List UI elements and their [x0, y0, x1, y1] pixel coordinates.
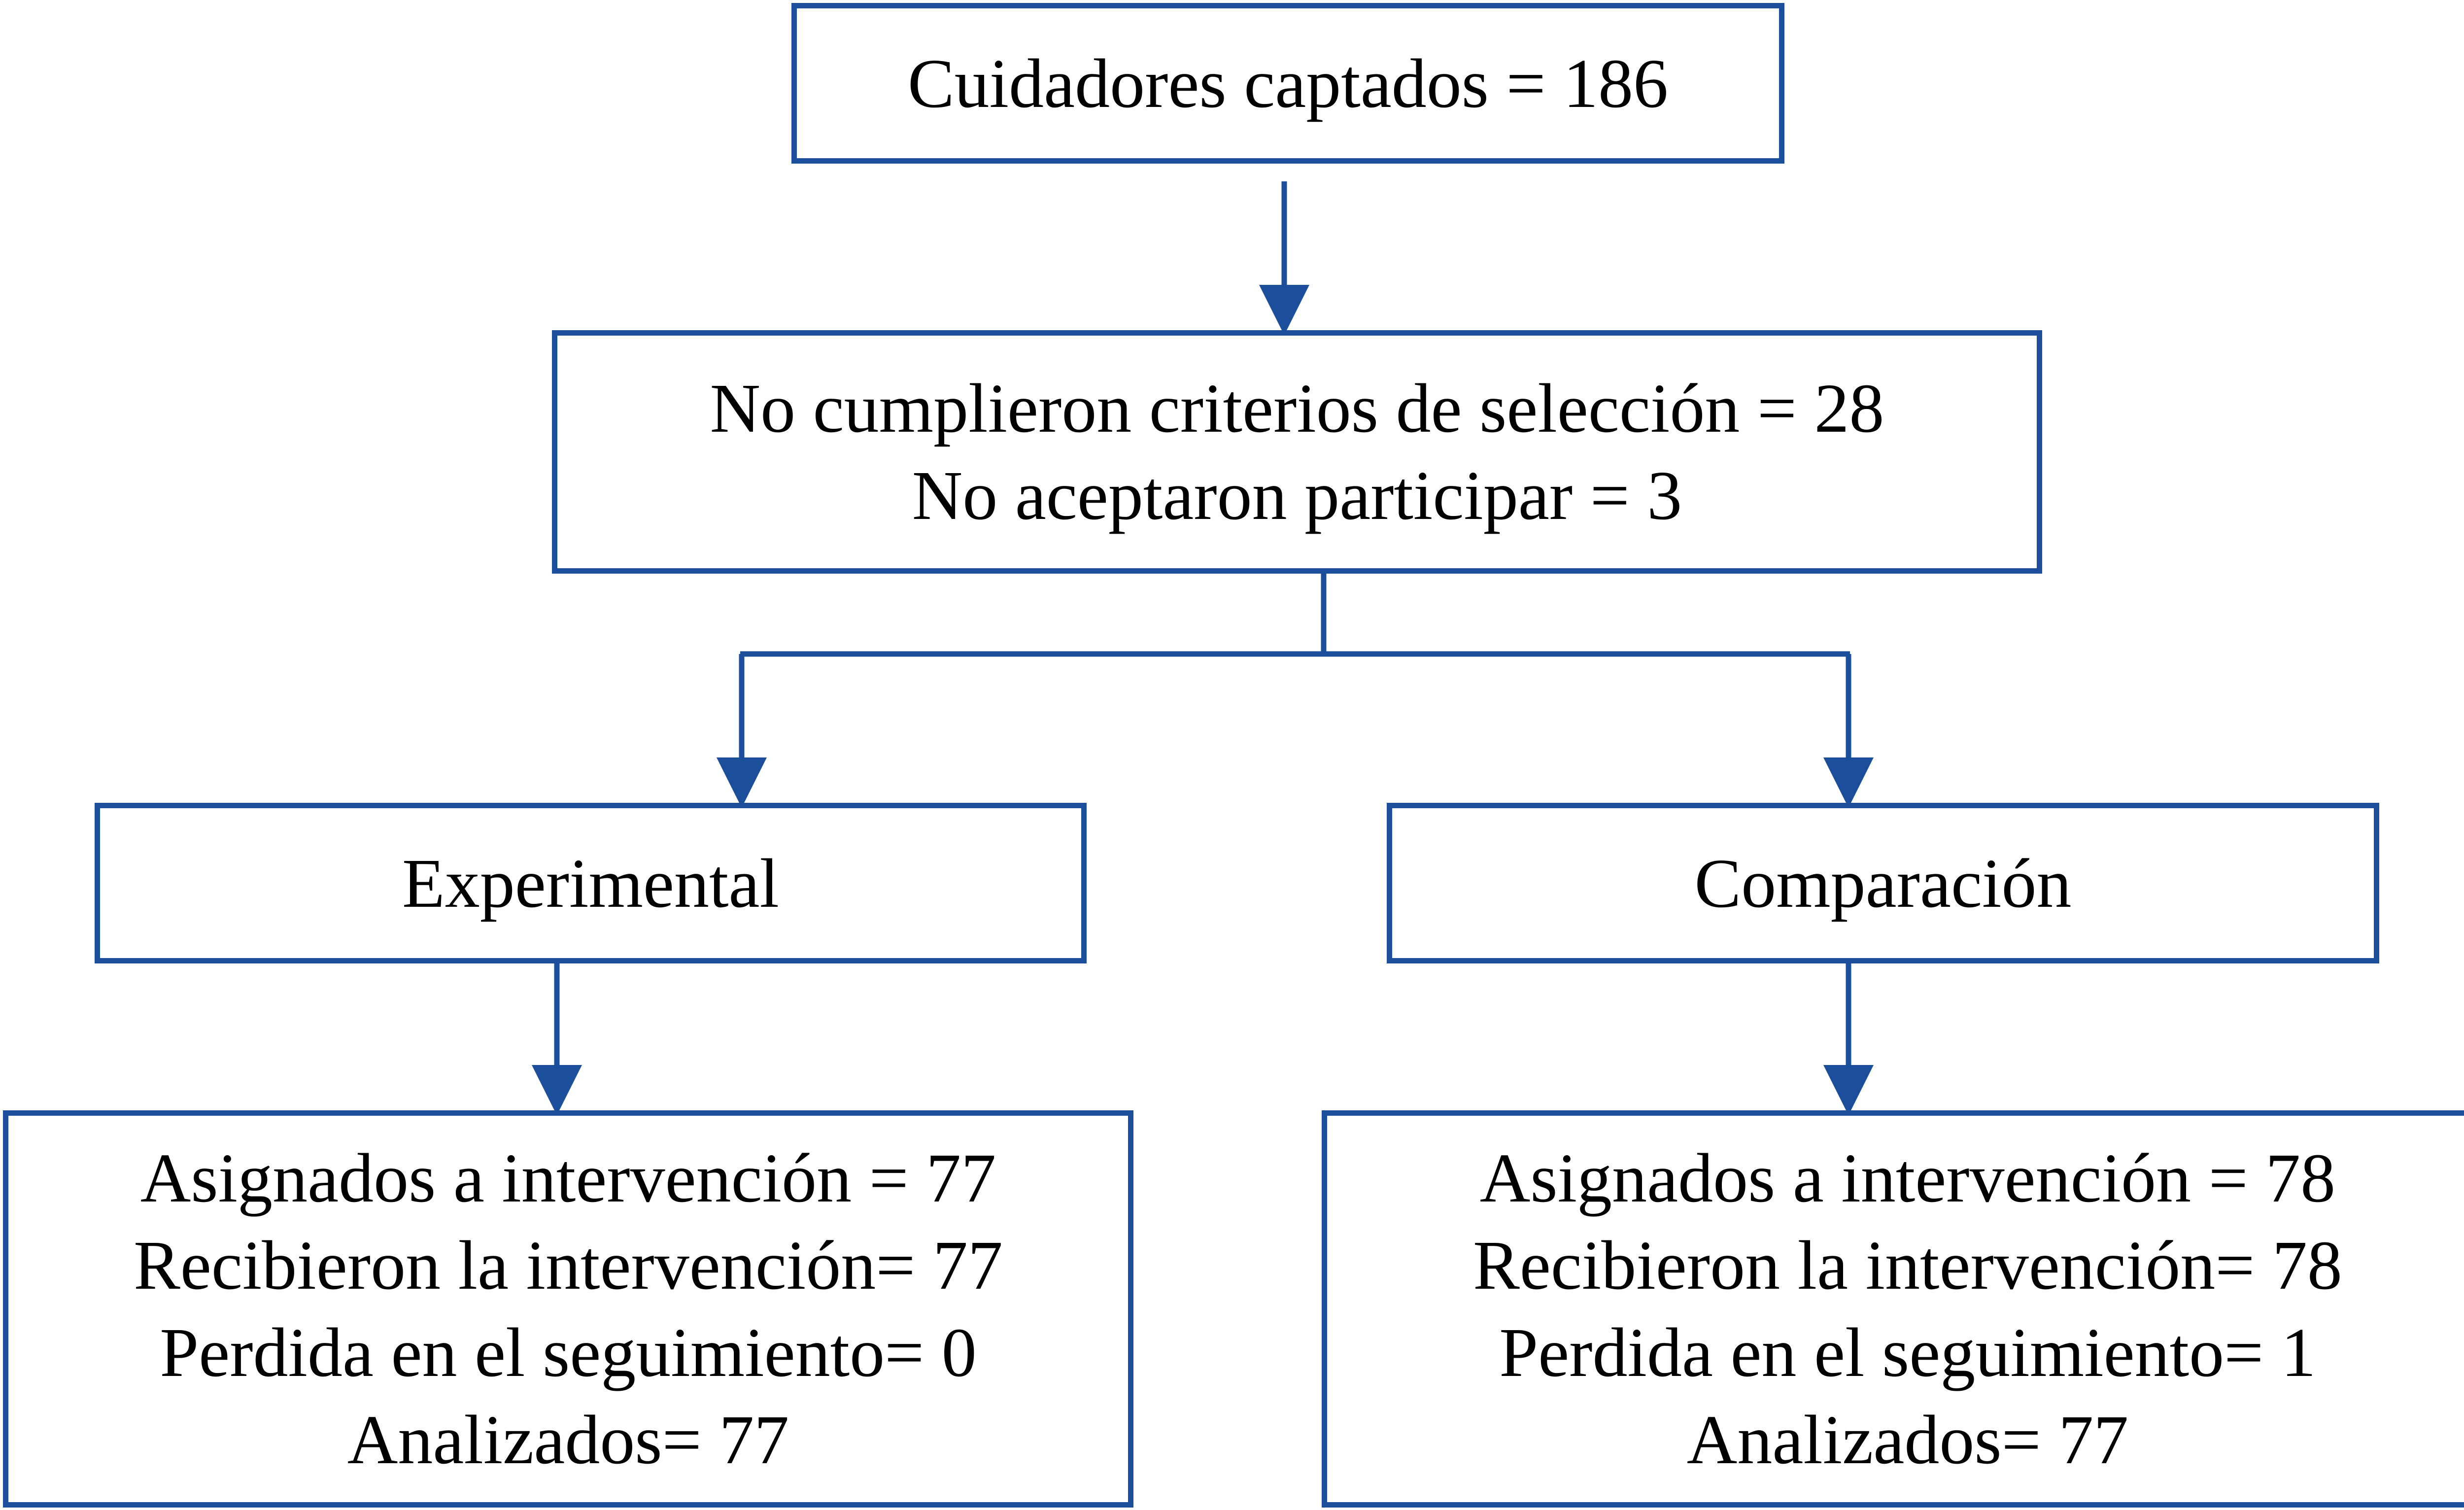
experimental-assigned-text: Asignados a intervención = 77 — [140, 1139, 996, 1217]
arrowhead-to-experimental — [717, 757, 767, 808]
comparison-received-text: Recibieron la intervención= 78 — [1473, 1226, 2342, 1304]
arrowhead-comparison-to-results — [1823, 1065, 1874, 1115]
comparison-results-box: Asignados a intervención = 78 Recibieron… — [1322, 1110, 2464, 1508]
arrowhead-captured-to-excluded — [1259, 285, 1309, 335]
excluded-declined-text: No aceptaron participar = 3 — [912, 456, 1682, 534]
comparison-group-label: Comparación — [1694, 844, 2072, 922]
captured-caregivers-box: Cuidadores captados = 186 — [791, 3, 1784, 164]
captured-caregivers-text: Cuidadores captados = 186 — [907, 44, 1669, 122]
experimental-received-text: Recibieron la intervención= 77 — [134, 1226, 1003, 1304]
comparison-lost-text: Perdida en el seguimiento= 1 — [1499, 1313, 2316, 1391]
excluded-box: No cumplieron criterios de selección = 2… — [552, 330, 2042, 574]
experimental-results-box: Asignados a intervención = 77 Recibieron… — [3, 1110, 1133, 1508]
comparison-analyzed-text: Analizados= 77 — [1686, 1401, 2129, 1478]
comparison-assigned-text: Asignados a intervención = 78 — [1479, 1139, 2336, 1217]
experimental-group-label: Experimental — [402, 844, 779, 922]
experimental-analyzed-text: Analizados= 77 — [347, 1401, 789, 1478]
excluded-criteria-text: No cumplieron criterios de selección = 2… — [710, 369, 1884, 447]
experimental-lost-text: Perdida en el seguimiento= 0 — [160, 1313, 977, 1391]
arrowhead-experimental-to-results — [532, 1065, 582, 1115]
comparison-group-box: Comparación — [1387, 803, 2379, 963]
experimental-group-box: Experimental — [95, 803, 1087, 963]
arrowhead-to-comparison — [1823, 757, 1874, 808]
